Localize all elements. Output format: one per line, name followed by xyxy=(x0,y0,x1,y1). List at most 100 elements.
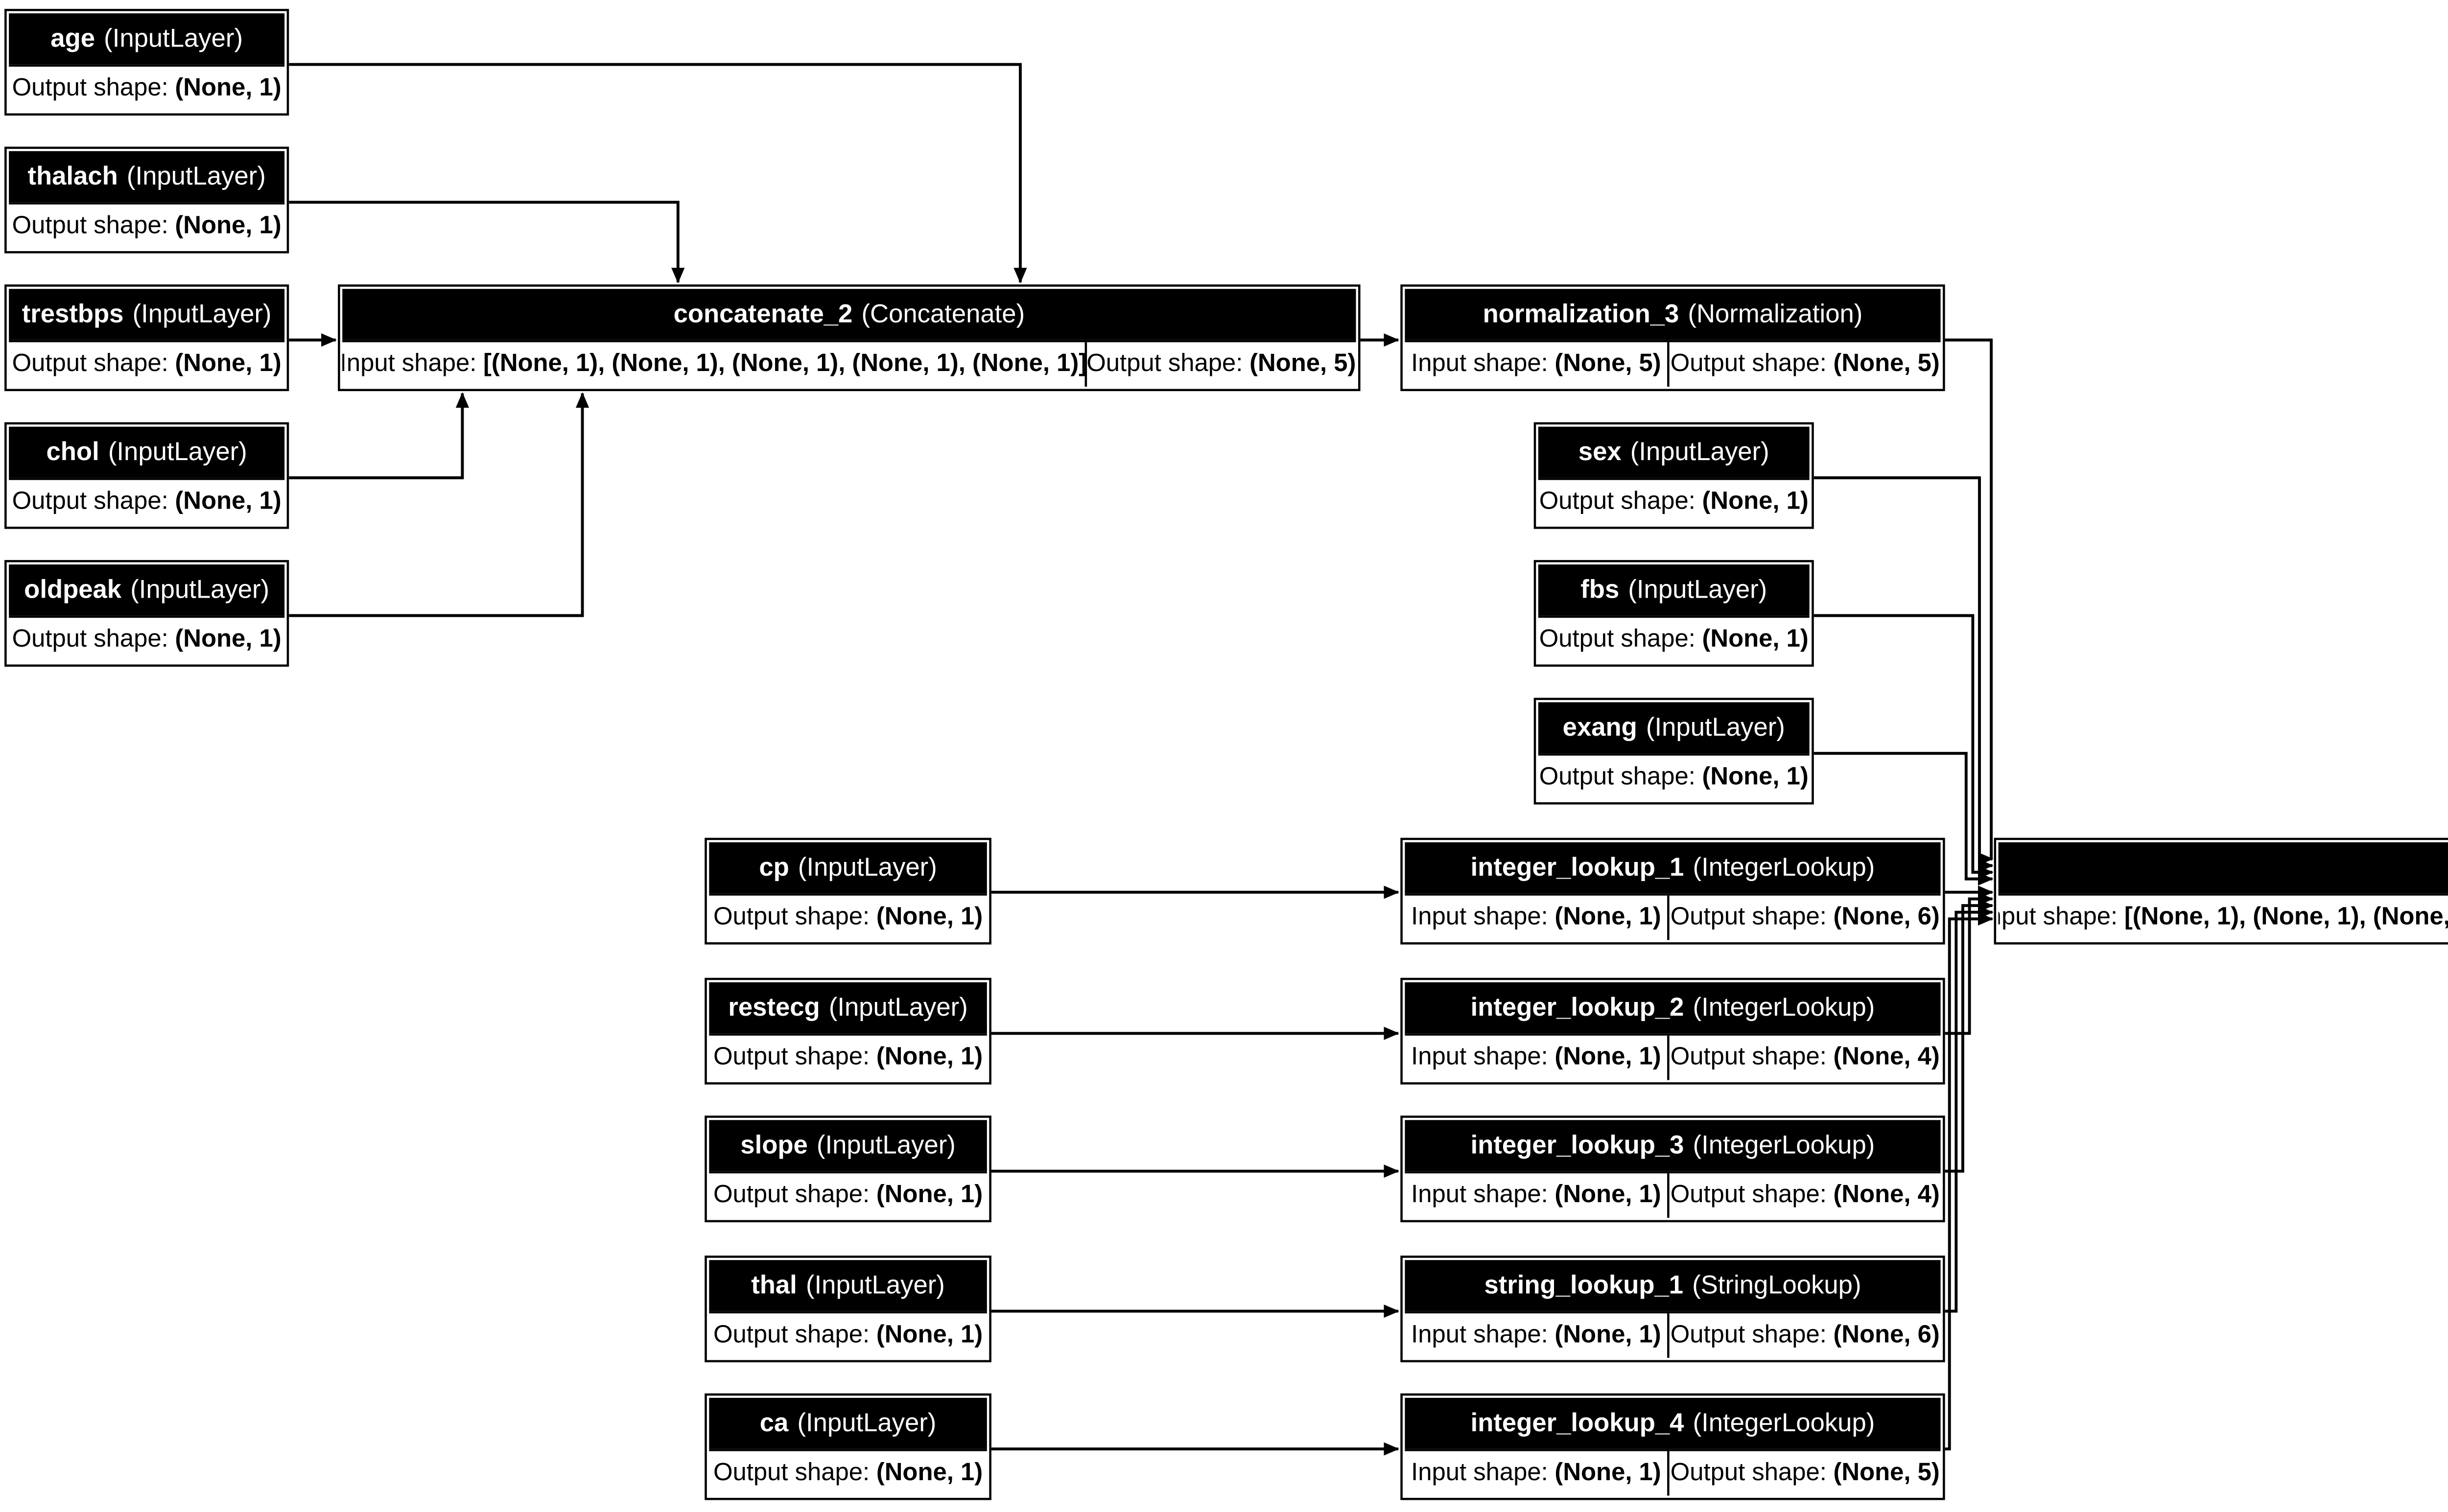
layer-node-string_lookup_1: string_lookup_1(StringLookup) Input shap… xyxy=(1400,1256,1945,1363)
layer-name: slope xyxy=(740,1131,808,1160)
input-shape-value: (None, 1) xyxy=(1554,1182,1661,1209)
layer-title: integer_lookup_4 (IntegerLookup) xyxy=(1405,1397,1941,1449)
input-shape-cell: Input shape:[(None, 1), (None, 1), (None… xyxy=(342,342,1084,387)
layer-name: string_lookup_1 xyxy=(1484,1271,1684,1300)
output-shape-value: (None, 1) xyxy=(175,350,282,378)
output-shape-value: (None, 6) xyxy=(1833,1322,1940,1349)
input-shape-value: (None, 1) xyxy=(1554,1322,1661,1349)
layer-title: thalach(InputLayer) xyxy=(9,151,285,202)
layer-title: fbs (InputLayer) xyxy=(1538,564,1810,615)
layer-name: cp xyxy=(759,853,789,882)
layer-type: (InputLayer) xyxy=(806,1271,945,1300)
output-shape-cell: Output shape:(None, 1) xyxy=(709,895,987,940)
output-shape-cell: Output shape:(None, 5) xyxy=(1667,1450,1940,1496)
output-shape-cell: Output shape:(None, 4) xyxy=(1667,1035,1940,1080)
layer-node-integer_lookup_2: integer_lookup_2(IntegerLookup) Input sh… xyxy=(1400,977,1945,1085)
output-shape-value: (None, 1) xyxy=(876,904,983,931)
layer-name: oldpeak xyxy=(24,575,122,605)
output-shape-value: (None, 1) xyxy=(175,626,282,653)
layer-title: ca(InputLayer) xyxy=(709,1397,987,1449)
input-shape-cell: Input shape:(None, 1) xyxy=(1405,895,1667,940)
output-shape-cell: Output shape:(None, 6) xyxy=(1667,1313,1940,1358)
layer-type: (InputLayer) xyxy=(1646,713,1785,742)
output-shape-cell: Output shape:(None, 5) xyxy=(1084,342,1356,387)
layer-title: age(InputLayer) xyxy=(9,13,285,64)
output-shape-value: (None, 1) xyxy=(1702,626,1809,653)
layer-title: normalization_3 (Normalization) xyxy=(1405,289,1941,340)
layer-node-trestbps: trestbps(InputLayer) Output shape:(None,… xyxy=(4,284,289,392)
output-shape-cell: Output shape:(None, 1) xyxy=(9,66,284,111)
input-shape-label: Input shape: xyxy=(1411,1044,1548,1071)
layer-node-slope: slope(InputLayer) Output shape:(None, 1) xyxy=(705,1116,991,1223)
layer-node-ca: ca(InputLayer) Output shape:(None, 1) xyxy=(705,1393,991,1500)
layer-name: integer_lookup_4 xyxy=(1470,1408,1684,1438)
input-shape-value: [(None, 1), (None, 1), (None, 1), (None,… xyxy=(483,350,1084,378)
layer-node-integer_lookup_3: integer_lookup_3(IntegerLookup) Input sh… xyxy=(1400,1116,1945,1223)
layer-title: trestbps(InputLayer) xyxy=(9,289,285,340)
layer-title: thal (InputLayer) xyxy=(709,1260,987,1311)
layer-title: oldpeak (InputLayer) xyxy=(9,564,285,615)
layer-name: chol xyxy=(46,437,99,466)
layer-node-sex: sex(InputLayer) Output shape:(None, 1) xyxy=(1533,422,1814,529)
input-shape-value: (None, 1) xyxy=(1554,904,1661,931)
layer-title: concatenate_3(Concatenate) xyxy=(1998,842,2448,893)
layer-name: thal xyxy=(751,1271,797,1300)
output-shape-value: (None, 1) xyxy=(1702,488,1809,515)
edge-integer_lookup_3-to-concatenate_3 xyxy=(1945,899,1994,1173)
layer-type: (IntegerLookup) xyxy=(1693,853,1875,882)
output-shape-cell: Output shape:(None, 1) xyxy=(1538,755,1810,800)
output-shape-label: Output shape: xyxy=(12,626,168,653)
layer-node-normalization_3: normalization_3(Normalization) Input sha… xyxy=(1400,284,1945,392)
layer-type: (InputLayer) xyxy=(797,1408,937,1438)
output-shape-label: Output shape: xyxy=(1670,350,1827,378)
input-shape-value: (None, 1) xyxy=(1554,1044,1661,1071)
layer-title: cp (InputLayer) xyxy=(709,842,987,893)
layer-type: (InputLayer) xyxy=(798,853,937,882)
output-shape-label: Output shape: xyxy=(12,350,168,378)
layer-node-integer_lookup_1: integer_lookup_1(IntegerLookup) Input sh… xyxy=(1400,837,1945,945)
layer-name: integer_lookup_2 xyxy=(1470,993,1684,1022)
input-shape-label: Input shape: xyxy=(1411,1460,1548,1487)
input-shape-cell: Input shape:(None, 1) xyxy=(1405,1451,1667,1496)
output-shape-cell: Output shape: (None, 1) xyxy=(1538,617,1810,662)
output-shape-value: (None, 1) xyxy=(876,1322,983,1349)
output-shape-cell: Output shape: (None, 1) xyxy=(9,617,284,662)
layer-type: (Normalization) xyxy=(1688,300,1863,329)
input-shape-value: (None, 1) xyxy=(1554,1460,1661,1487)
layer-name: integer_lookup_3 xyxy=(1470,1131,1684,1160)
output-shape-label: Output shape: xyxy=(1670,1044,1827,1071)
layer-type: (InputLayer) xyxy=(1628,575,1767,605)
layer-type: (InputLayer) xyxy=(130,575,270,605)
layer-node-restecg: restecg(InputLayer) Output shape:(None, … xyxy=(705,977,991,1085)
output-shape-label: Output shape: xyxy=(713,1044,870,1071)
layer-type: (IntegerLookup) xyxy=(1693,1408,1875,1438)
layer-title: integer_lookup_3(IntegerLookup) xyxy=(1405,1120,1941,1171)
layer-title: restecg(InputLayer) xyxy=(709,982,987,1033)
output-shape-cell: Output shape:(None, 1) xyxy=(9,480,284,525)
output-shape-value: (None, 5) xyxy=(1833,350,1940,378)
output-shape-cell: Output shape:(None, 1) xyxy=(709,1035,987,1080)
layer-name: restecg xyxy=(728,993,820,1022)
output-shape-cell: Output shape:(None, 1) xyxy=(709,1173,987,1218)
layer-node-integer_lookup_4: integer_lookup_4 (IntegerLookup) Input sh… xyxy=(1400,1393,1945,1500)
input-shape-value: (None, 5) xyxy=(1554,350,1661,378)
output-shape-value: (None, 4) xyxy=(1833,1044,1940,1071)
layer-name: normalization_3 xyxy=(1483,300,1679,329)
layer-title: exang(InputLayer) xyxy=(1538,702,1810,753)
output-shape-label: Output shape: xyxy=(1539,626,1695,653)
output-shape-value: (None, 1) xyxy=(175,488,282,515)
layer-title: integer_lookup_2(IntegerLookup) xyxy=(1405,982,1941,1033)
input-shape-cell: Input shape:(None, 1) xyxy=(1405,1173,1667,1218)
layer-node-age: age(InputLayer) Output shape:(None, 1) xyxy=(4,9,289,116)
output-shape-cell: Output shape:(None, 6) xyxy=(1667,895,1940,940)
layer-type: (InputLayer) xyxy=(104,24,243,53)
edge-oldpeak-to-concatenate_2 xyxy=(289,392,589,617)
input-shape-label: Input shape: xyxy=(1411,904,1548,931)
layer-type: (InputLayer) xyxy=(132,300,272,329)
output-shape-cell: Output shape:(None, 1) xyxy=(9,342,284,387)
layer-name: fbs xyxy=(1580,575,1620,605)
output-shape-label: Output shape: xyxy=(1670,1182,1827,1209)
output-shape-label: Output shape: xyxy=(1670,904,1827,931)
input-shape-label: Input shape: xyxy=(1411,1322,1548,1349)
layer-type: (InputLayer) xyxy=(126,162,266,191)
